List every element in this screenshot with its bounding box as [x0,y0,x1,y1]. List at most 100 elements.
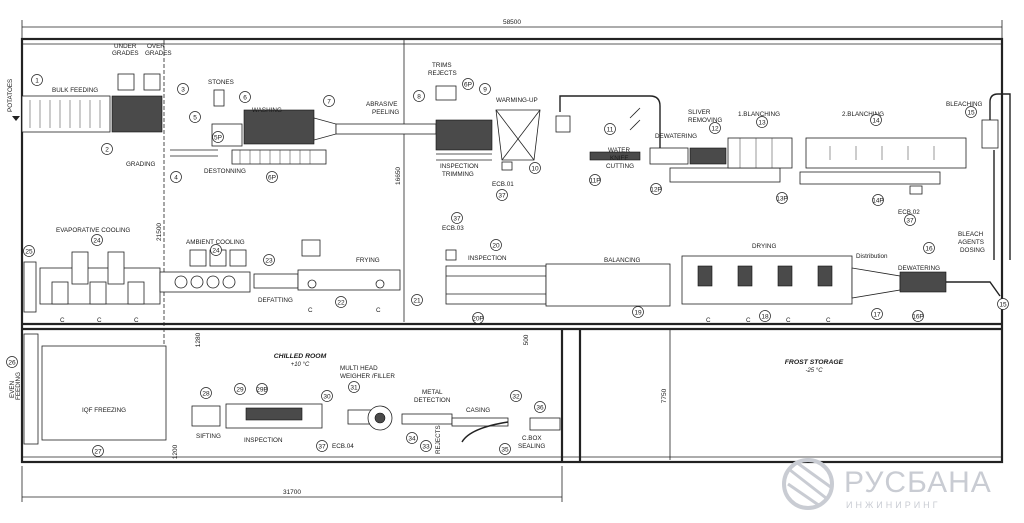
water-knife-tank [555,115,571,133]
dimension-overall: 58500 [21,19,1003,40]
distribution-shaker [851,267,901,299]
svg-text:28: 28 [202,391,210,398]
label-dewatering-top: DEWATERING [655,133,697,140]
label-potatoes: POTATOES [7,79,14,112]
label-metal: METAL [422,389,443,396]
svg-text:C: C [746,317,751,324]
svg-text:C: C [97,317,102,324]
label-peeling: PEELING [372,109,399,116]
svg-text:6P: 6P [268,175,276,182]
svg-text:15: 15 [999,302,1007,309]
brand-name: РУСБАНА [844,466,992,499]
stones-bin [213,89,225,107]
label-bulk-feeding: BULK FEEDING [52,87,98,94]
svg-text:13P: 13P [776,196,788,203]
svg-text:10: 10 [531,166,539,173]
dimension-lower: 31700 [21,466,563,502]
brand-tagline: ИНЖИНИРИНГ [846,500,941,510]
dim-1280-label: 1280 [195,332,202,347]
svg-text:12: 12 [711,126,719,133]
label-feeding: FEEDING [15,372,22,400]
metal-detector-conveyor [401,413,453,425]
over-grades-bin [143,73,161,91]
svg-text:29B: 29B [256,387,268,394]
under-grades-bin [117,73,135,91]
even-feeding-conveyor [23,333,39,445]
washing-machine [243,109,315,145]
svg-text:18: 18 [761,314,769,321]
label-cutting: CUTTING [606,163,634,170]
label-ecb02: ECB.02 [898,209,920,216]
label-over-grades-1: OVER [147,43,165,50]
label-agents: AGENTS [958,239,984,246]
svg-text:16: 16 [925,246,933,253]
label-sealing: SEALING [518,443,545,450]
trims-rejects-bin [435,85,457,101]
svg-text:33: 33 [422,444,430,451]
label-abrasive: ABRASIVE [366,101,398,108]
svg-text:7: 7 [327,99,331,106]
svg-text:1: 1 [35,78,39,85]
svg-text:C: C [376,307,381,314]
washing-conveyor [231,149,327,165]
svg-text:17: 17 [873,312,881,319]
fryer [297,269,401,291]
label-inspection-low: INSPECTION [244,437,283,444]
dim-7750-label: 7750 [661,388,668,403]
svg-text:31: 31 [350,385,358,392]
c-markers: C C C C C C C C C [60,307,831,324]
ecb02-box [909,185,923,195]
even-feeding-elevator [23,261,37,313]
svg-text:32: 32 [512,394,520,401]
svg-text:C: C [706,317,711,324]
svg-text:24: 24 [93,238,101,245]
label-even-feeding: EVEN [9,380,16,398]
dim-overall-label: 58500 [503,19,521,26]
svg-text:23: 23 [265,258,273,265]
svg-text:C: C [308,307,313,314]
svg-text:37: 37 [453,216,461,223]
label-iqf-freezing: IQF FREEZING [82,407,126,414]
svg-text:37: 37 [498,193,506,200]
svg-text:6P: 6P [464,82,472,89]
label-ecb04: ECB.04 [332,443,354,450]
svg-text:37: 37 [906,218,914,225]
svg-text:C: C [826,317,831,324]
svg-text:27: 27 [94,449,102,456]
building-walls [20,37,1004,464]
svg-text:21: 21 [413,298,421,305]
chilled-room-title: CHILLED ROOM [274,353,327,360]
blanching-2 [805,137,967,169]
dim-500-label: 500 [523,334,530,345]
label-dewatering-mid: DEWATERING [898,265,940,272]
row-packaging: EVEN FEEDING IQF FREEZING SIFTING INSPEC… [9,333,561,454]
defatting-unit [253,273,299,289]
dimension-vertical-16650: 16650 [395,40,405,322]
label-multi-head: MULTI HEAD [340,365,378,372]
label-balancing: BALANCING [604,257,640,264]
dimension-vertical-7750: 7750 [661,330,671,460]
dewatering-top [649,147,689,165]
label-sliver: SLIVER [688,109,711,116]
label-knife: KNIFE [610,155,629,162]
svg-text:8: 8 [417,94,421,101]
casing-conveyor [451,417,509,427]
bleaching-tank [981,119,999,149]
label-ecb01: ECB.01 [492,181,514,188]
label-inspection-trimming-2: TRIMMING [442,171,474,178]
label-ecb03: ECB.03 [442,225,464,232]
label-inspection-mid: INSPECTION [468,255,507,262]
svg-text:25: 25 [25,249,33,256]
row-preparation: POTATOES BULK FEEDING UNDER GRADES OVER … [7,43,1011,260]
label-under-grades-2: GRADES [112,50,139,57]
ecb03-box [445,249,457,261]
grading-machine [111,95,163,133]
svg-text:3: 3 [181,87,185,94]
svg-text:14: 14 [872,118,880,125]
label-weigher-filler: WEIGHER /FILLER [340,373,395,380]
label-washing: WASHING [252,107,282,114]
sliver-removing-unit [689,147,727,165]
row-processing: EVAPORATIVE COOLING AMBIENT COOLING DEFA… [23,225,1001,313]
